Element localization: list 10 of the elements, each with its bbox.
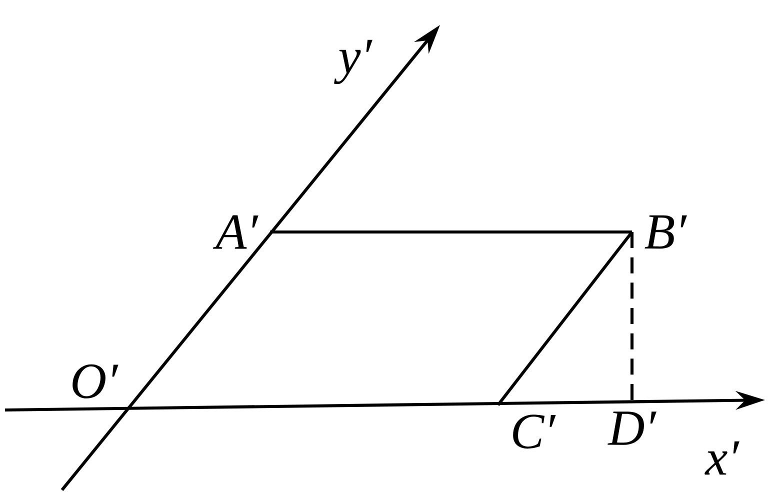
y-axis-label: y′ — [334, 40, 372, 84]
line-segment — [496, 231, 634, 406]
x-axis-label: x′ — [704, 441, 740, 475]
dashed-line — [630, 232, 634, 402]
point-label: D′ — [608, 412, 656, 445]
line-segment — [270, 230, 632, 234]
point-label: O′ — [72, 364, 118, 398]
point-label: C′ — [513, 414, 556, 449]
point-label: A′ — [212, 215, 258, 249]
point-label: B′ — [644, 215, 687, 249]
